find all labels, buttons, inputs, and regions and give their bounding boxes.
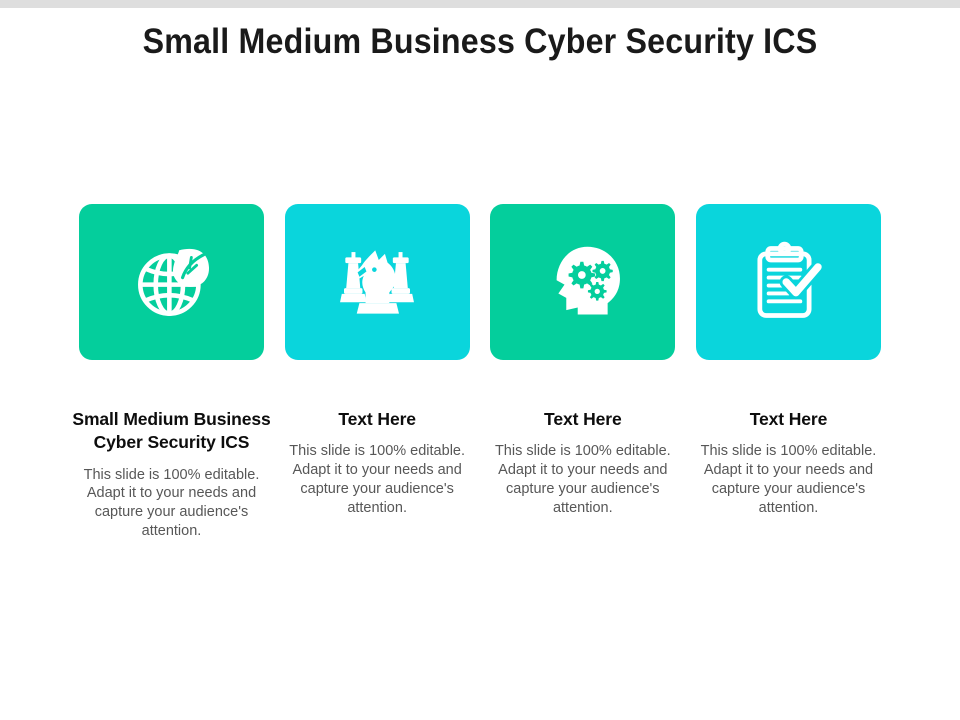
icon-tile-clipboard-check[interactable]: [695, 204, 881, 360]
column-heading: Small Medium Business Cyber Security ICS: [72, 409, 271, 453]
icon-tile-globe-leaf[interactable]: [79, 204, 264, 360]
column-heading: Text Here: [338, 409, 416, 429]
feature-column: Text Here This slide is 100% editable. A…: [490, 204, 676, 541]
icon-tile-chess-pieces[interactable]: [284, 204, 470, 360]
page-title: Small Medium Business Cyber Security ICS: [142, 22, 818, 61]
icon-tile-head-gears[interactable]: [490, 204, 676, 360]
column-heading: Text Here: [544, 409, 622, 429]
chess-pieces-icon: [333, 238, 421, 326]
column-body-text: This slide is 100% editable. Adapt it to…: [494, 443, 671, 516]
feature-column: Small Medium Business Cyber Security ICS…: [72, 204, 271, 541]
clipboard-check-icon: [744, 238, 832, 326]
feature-column: Text Here This slide is 100% editable. A…: [695, 204, 881, 541]
column-body-text: This slide is 100% editable. Adapt it to…: [700, 443, 877, 516]
column-body-text: This slide is 100% editable. Adapt it to…: [83, 466, 260, 540]
head-gears-icon: [539, 238, 627, 326]
feature-column: Text Here This slide is 100% editable. A…: [284, 204, 470, 541]
top-edge-band: [0, 0, 960, 8]
globe-leaf-icon: [128, 238, 216, 326]
column-body-text: This slide is 100% editable. Adapt it to…: [289, 443, 466, 516]
column-heading: Text Here: [749, 409, 828, 429]
feature-columns: Small Medium Business Cyber Security ICS…: [72, 204, 881, 541]
